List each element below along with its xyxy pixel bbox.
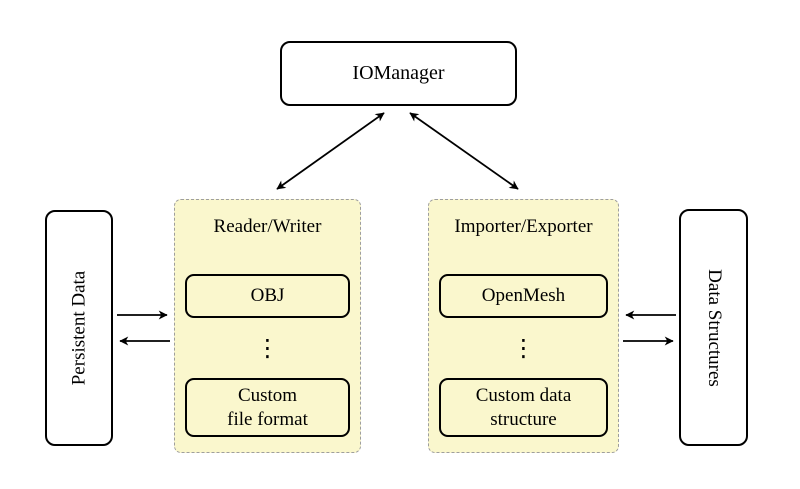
- persistent-data-node: Persistent Data: [45, 210, 113, 446]
- obj-label: OBJ: [250, 285, 285, 307]
- custom-data-structure-node: Custom data structure: [439, 378, 608, 437]
- iomanager-node: IOManager: [280, 41, 517, 106]
- custom-file-format-label: Custom file format: [227, 384, 308, 430]
- persistent-data-label: Persistent Data: [68, 270, 90, 386]
- custom-file-format-node: Custom file format: [185, 378, 350, 437]
- obj-node: OBJ: [185, 274, 350, 318]
- reader-writer-panel: Reader/Writer OBJ ⋮ Custom file format: [174, 199, 361, 453]
- vertical-ellipsis-icon: ⋮: [511, 334, 536, 362]
- openmesh-label: OpenMesh: [481, 285, 566, 307]
- openmesh-node: OpenMesh: [439, 274, 608, 318]
- data-structures-label: Data Structures: [703, 268, 725, 387]
- importer-exporter-panel: Importer/Exporter OpenMesh ⋮ Custom data…: [428, 199, 619, 453]
- iomanager-label: IOManager: [352, 62, 445, 84]
- importer-exporter-heading: Importer/Exporter: [454, 216, 593, 237]
- arrow-iomanager-readerwriter: [276, 112, 385, 190]
- custom-data-structure-label: Custom data structure: [475, 384, 572, 430]
- arrow-iomanager-importerexporter: [409, 112, 519, 190]
- reader-writer-heading: Reader/Writer: [213, 216, 322, 237]
- vertical-ellipsis-icon: ⋮: [255, 334, 280, 362]
- data-structures-node: Data Structures: [679, 209, 748, 446]
